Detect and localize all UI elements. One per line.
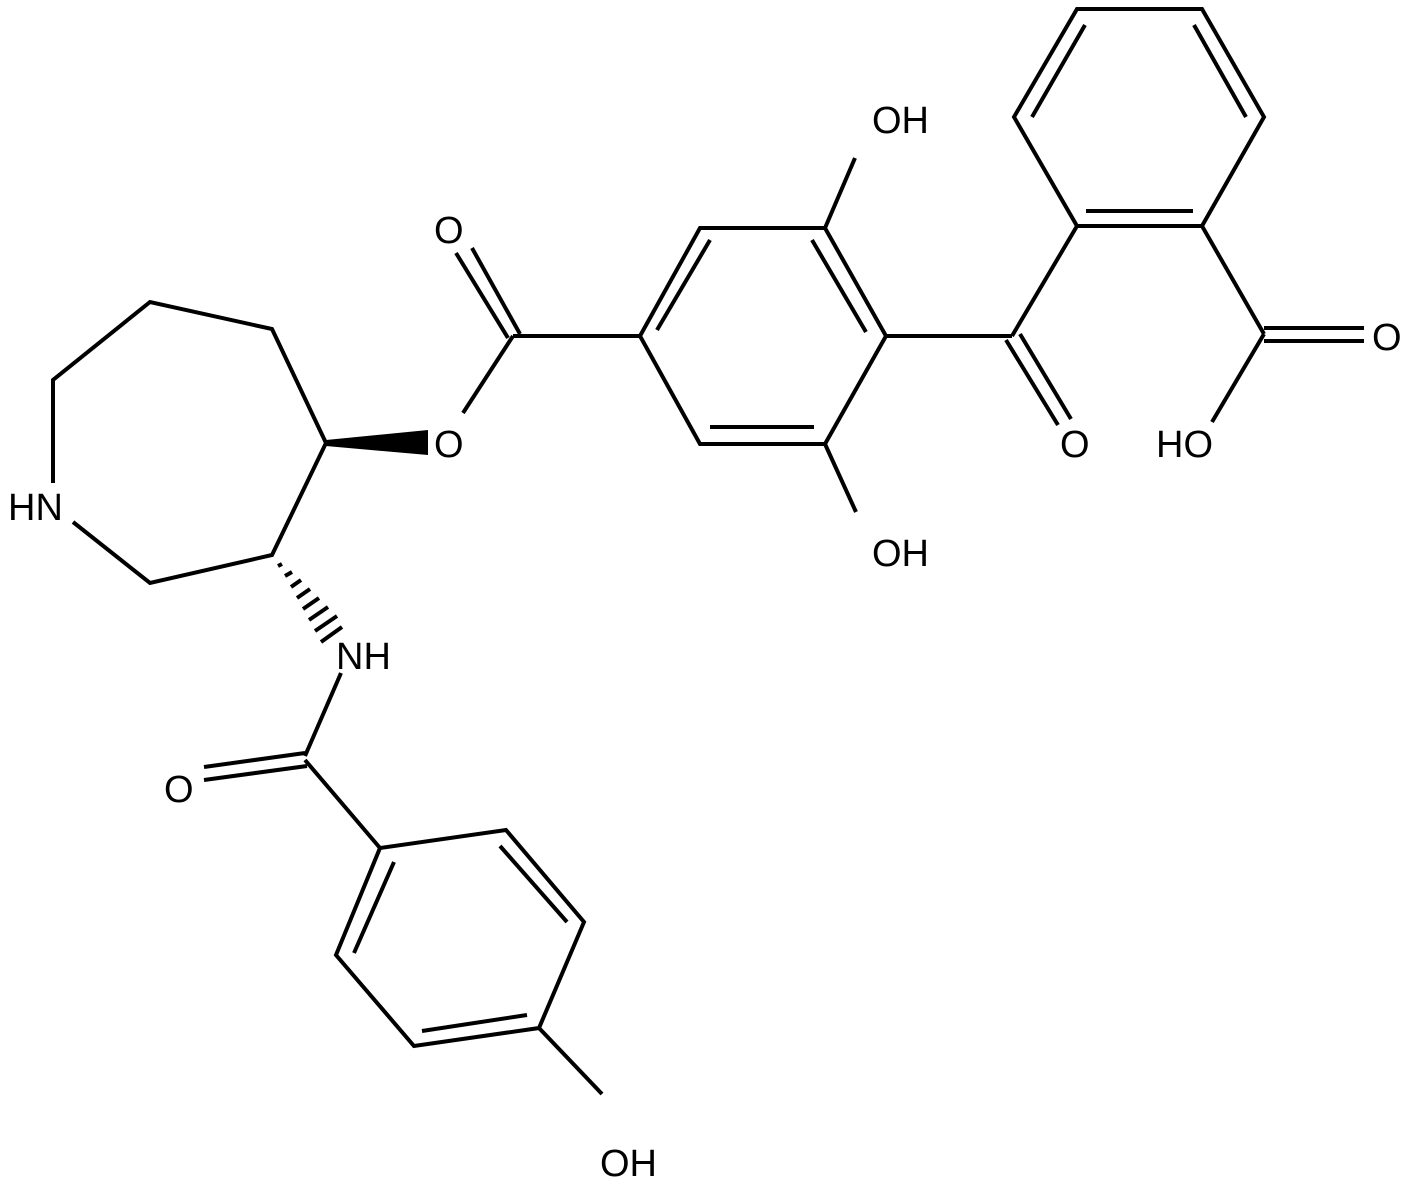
ester-carbonyl-bond-1 [454, 251, 510, 340]
oh-bottom-bond [823, 443, 858, 513]
amide-carbonyl-bond-2 [203, 764, 308, 782]
atom-label-oh-phenol: OH [600, 1143, 657, 1185]
atom-label-o-ketone: O [1060, 424, 1090, 466]
ketone-carbonyl-bond-1 [1004, 338, 1060, 427]
atom-label-o-amide: O [164, 769, 194, 811]
ester-carbonyl-bond-2 [470, 247, 522, 335]
atom-label-o-ester: O [434, 424, 464, 466]
wedge-bond [326, 430, 428, 455]
benzoic-acid-ring [1011, 7, 1267, 228]
atom-label-o-ester-carbonyl: O [434, 210, 464, 252]
atom-label-oh-top: OH [872, 100, 929, 142]
atom-label-o-acid: O [1372, 317, 1402, 359]
atom-label-hn: HN [8, 487, 63, 529]
atom-label-ho-acid: HO [1156, 424, 1213, 466]
central-benzene-ring [637, 226, 889, 446]
atom-label-oh-bottom: OH [872, 533, 929, 575]
amide-carbonyl-bond-1 [203, 751, 306, 769]
azepane-ring [51, 299, 329, 586]
acid-ring-bond [1200, 225, 1266, 335]
ketone-aryl-bond [1010, 224, 1079, 338]
atom-label-nh: NH [336, 636, 391, 678]
phenol-oh-bond [537, 1026, 604, 1096]
amide-n-c-bond [303, 672, 343, 757]
amide-ring-bond [303, 758, 382, 850]
acid-oh-bond [1210, 332, 1266, 424]
ester-single-bond [461, 334, 515, 415]
ketone-carbonyl-bond-2 [1018, 332, 1073, 421]
hydroxybenzoyl-ring [333, 827, 587, 1049]
oh-top-bond [823, 157, 857, 229]
hashed-bond [277, 562, 344, 644]
